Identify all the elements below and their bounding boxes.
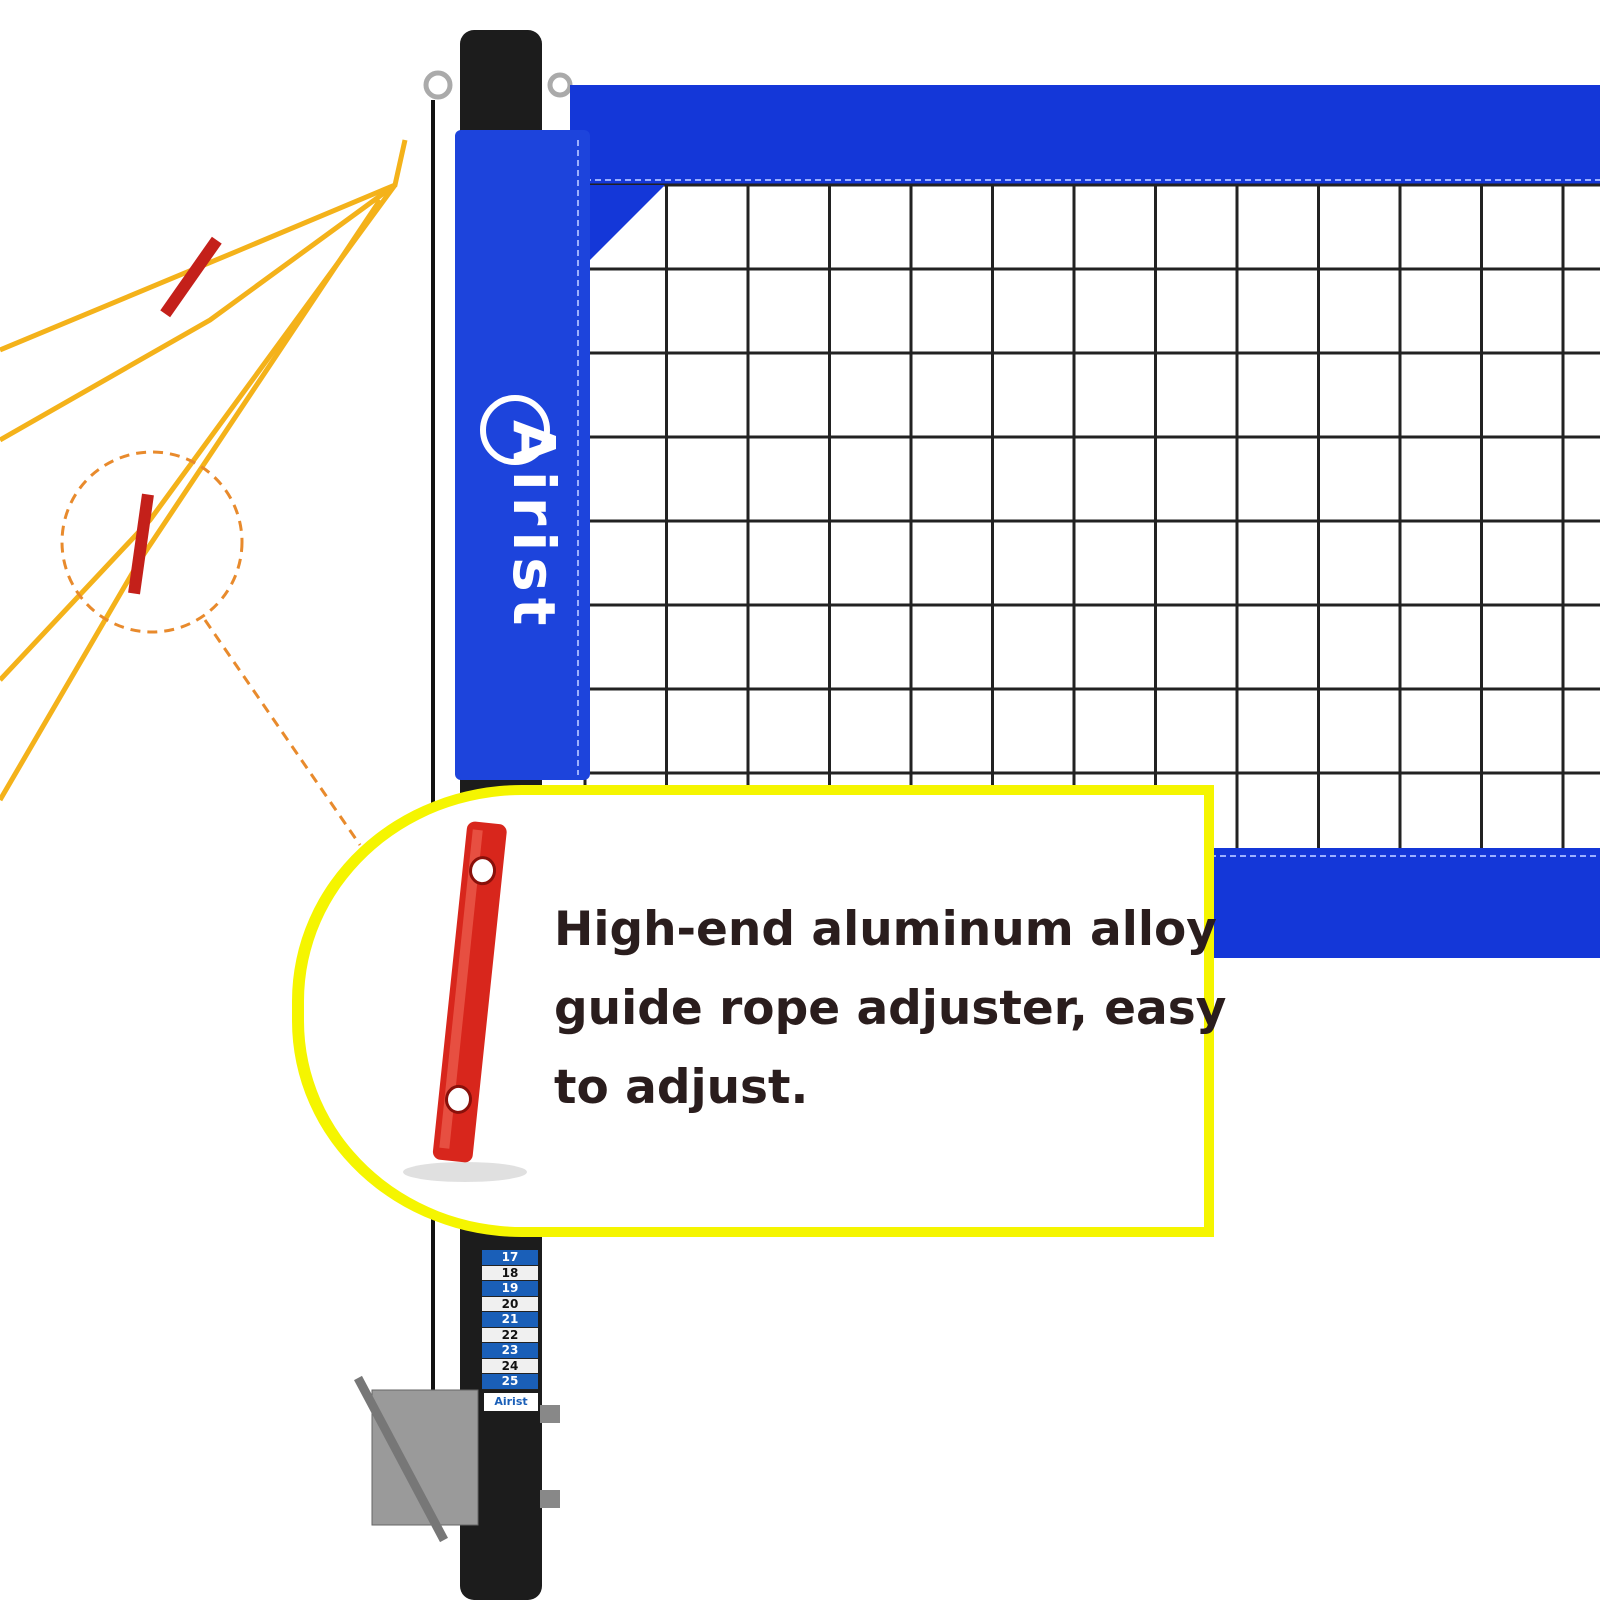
callout-box bbox=[292, 785, 1214, 1237]
scale-mark: 20 bbox=[482, 1296, 538, 1312]
callout-line: High-end aluminum alloy bbox=[554, 902, 1217, 957]
callout-text: High-end aluminum alloy guide rope adjus… bbox=[554, 890, 1227, 1127]
net-bottom-band bbox=[1200, 848, 1600, 958]
pole-hook bbox=[547, 72, 573, 98]
guide-ropes bbox=[0, 139, 408, 802]
highlight-leader-line bbox=[203, 619, 362, 846]
scale-mark: 21 bbox=[482, 1312, 538, 1328]
scale-mark: 18 bbox=[482, 1265, 538, 1281]
callout-line: to adjust. bbox=[554, 1060, 809, 1115]
scale-brand-label: Airist bbox=[484, 1393, 538, 1411]
scale-mark: 22 bbox=[482, 1327, 538, 1343]
brand-logo-icon bbox=[480, 395, 550, 465]
pole-screw bbox=[540, 1490, 560, 1508]
pole-screw bbox=[540, 1405, 560, 1423]
net-mesh bbox=[583, 183, 1600, 848]
pole-sleeve bbox=[455, 130, 590, 780]
rope-adjuster-highlighted bbox=[128, 493, 154, 595]
bracket-bolt bbox=[354, 1375, 448, 1543]
rope-adjuster-top bbox=[160, 236, 222, 318]
net-corner bbox=[585, 185, 665, 265]
callout-line: guide rope adjuster, easy bbox=[554, 981, 1227, 1036]
net-top-band bbox=[570, 85, 1600, 185]
brand-logo-text: Airist bbox=[500, 420, 568, 632]
scale-mark: 17 bbox=[482, 1250, 538, 1266]
scale-mark: 19 bbox=[482, 1281, 538, 1297]
pole-hook bbox=[423, 70, 453, 100]
highlight-circle bbox=[60, 450, 244, 634]
rope-adjuster-closeup bbox=[403, 821, 527, 1182]
scale-mark: 23 bbox=[482, 1343, 538, 1359]
scale-mark: 25 bbox=[482, 1374, 538, 1390]
scale-mark: 24 bbox=[482, 1358, 538, 1374]
